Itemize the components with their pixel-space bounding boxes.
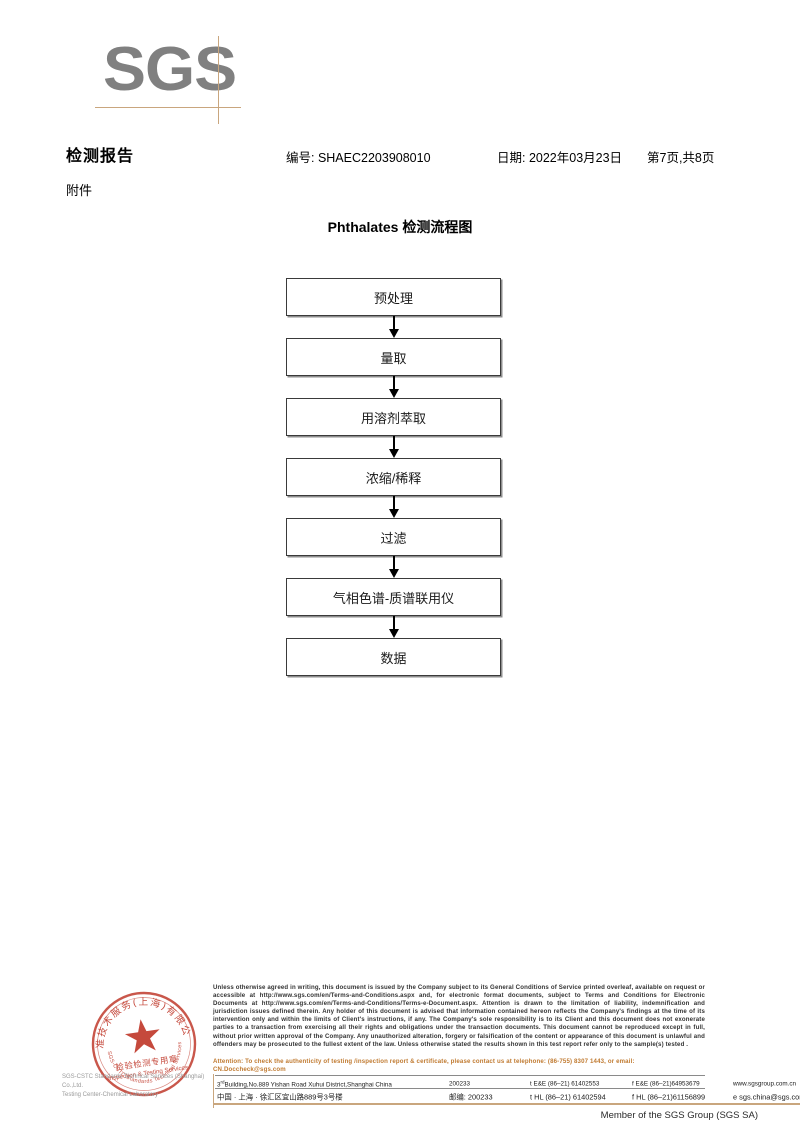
email: e sgs.china@sgs.com xyxy=(733,1092,800,1101)
page-subtitle: 附件 xyxy=(66,183,93,198)
address-rule-middle xyxy=(215,1088,705,1089)
address-row-cn: 中国 · 上海 · 徐汇区宜山路889号3号楼 邮编: 200233 t HL … xyxy=(217,1090,800,1103)
flow-node: 过滤 xyxy=(286,518,501,556)
address-divider xyxy=(213,1074,214,1108)
flow-arrow-down-icon xyxy=(286,556,501,578)
attention-notice: Attention: To check the authenticity of … xyxy=(213,1058,635,1074)
laboratory-name-line1: SGS-CSTC Standards Technical Services (S… xyxy=(62,1074,205,1089)
page-indicator: 第7页,共8页 xyxy=(647,151,715,165)
zip-cn: 邮编: 200233 xyxy=(449,1092,493,1101)
member-note: Member of the SGS Group (SGS SA) xyxy=(600,1110,758,1121)
flow-arrow-down-icon xyxy=(286,376,501,398)
legal-disclaimer: Unless otherwise agreed in writing, this… xyxy=(213,984,705,1048)
laboratory-name-line2: Testing Center-Chemical Laboratory xyxy=(62,1092,159,1098)
flow-arrow-down-icon xyxy=(286,316,501,338)
flow-node: 浓缩/稀释 xyxy=(286,458,501,496)
sgs-logo-text: SGS xyxy=(103,35,237,104)
zip-en: 200233 xyxy=(449,1080,471,1087)
flow-node: 用溶剂萃取 xyxy=(286,398,501,436)
address-rule-top xyxy=(215,1075,705,1076)
flow-node: 气相色谱-质谱联用仪 xyxy=(286,578,501,616)
logo-vertical-rule xyxy=(218,36,219,124)
sgs-logo: SGS xyxy=(95,35,245,124)
fax-ee: f E&E (86–21)64953679 xyxy=(632,1080,700,1087)
website: www.sgsgroup.com.cn xyxy=(733,1080,796,1087)
telephone-ee: t E&E (86–21) 61402553 xyxy=(530,1080,600,1087)
address-cn: 中国 · 上海 · 徐汇区宜山路889号3号楼 xyxy=(217,1092,343,1101)
flow-arrow-down-icon xyxy=(286,436,501,458)
telephone-hl: t HL (86–21) 61402594 xyxy=(530,1092,606,1101)
logo-horizontal-rule xyxy=(95,107,241,108)
report-number: 编号: SHAEC2203908010 xyxy=(286,151,431,165)
flow-arrow-down-icon xyxy=(286,496,501,518)
flow-arrow-down-icon xyxy=(286,616,501,638)
laboratory-name: SGS-CSTC Standards Technical Services (S… xyxy=(62,1073,212,1100)
flow-node: 预处理 xyxy=(286,278,501,316)
fax-hl: f HL (86–21)61156899 xyxy=(632,1092,706,1101)
page-title: 检测报告 xyxy=(66,148,135,165)
flow-node: 数据 xyxy=(286,638,501,676)
address-row-en: 3rdBuilding,No.889 Yishan Road Xuhui Dis… xyxy=(217,1077,797,1090)
footer-bottom-rule xyxy=(213,1103,800,1105)
address-en: 3rdBuilding,No.889 Yishan Road Xuhui Dis… xyxy=(217,1078,392,1089)
report-date: 日期: 2022年03月23日 xyxy=(497,151,623,165)
flowchart: 预处理 量取 用溶剂萃取 浓缩/稀释 过滤 气相色谱-质谱联用仪 数据 xyxy=(286,278,503,676)
flowchart-title: Phthalates 检测流程图 xyxy=(327,219,473,235)
flow-node: 量取 xyxy=(286,338,501,376)
official-seal-stamp: 标准技术服务(上海)有限公司 SGS-CSTC Standards Techni… xyxy=(88,988,200,1100)
